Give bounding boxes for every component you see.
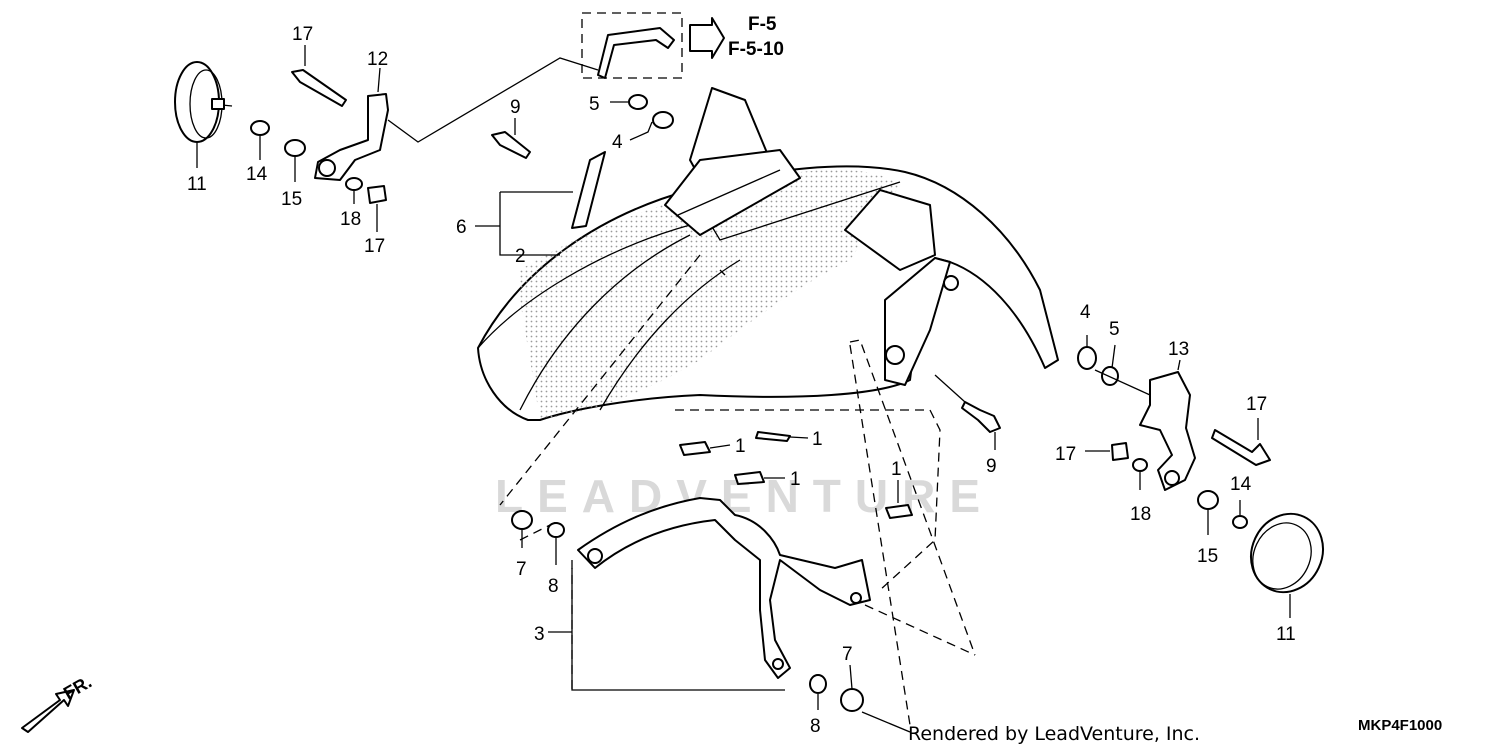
callout-16-right: 17 (1246, 394, 1267, 415)
reference-f5-10: F-5-10 (728, 39, 784, 60)
cable-guide[interactable] (581, 12, 683, 79)
callout-9-top: 9 (510, 97, 521, 118)
callout-4-right: 4 (1080, 302, 1091, 323)
callout-17-left: 17 (364, 236, 385, 257)
collar-8-left[interactable] (547, 522, 565, 538)
front-direction-arrow: FR. (21, 672, 95, 733)
callout-6: 6 (456, 217, 467, 238)
grommet-7-left[interactable] (511, 510, 533, 530)
screw-9-right[interactable] (961, 401, 1001, 433)
callout-7-left: 7 (516, 559, 527, 580)
washer-14-right[interactable] (1232, 515, 1248, 529)
credit-text: Rendered by LeadVenture, Inc. (908, 723, 1200, 745)
callout-12: 12 (367, 49, 388, 70)
collar-15-left[interactable] (284, 139, 306, 157)
grommet-7-bottom[interactable] (840, 688, 864, 712)
callout-17-right: 17 (1055, 444, 1076, 465)
callout-1a: 1 (735, 436, 746, 457)
fork-cap-left[interactable] (174, 61, 233, 143)
decal-1c[interactable] (734, 471, 765, 485)
callout-11-right: 11 (1276, 624, 1296, 645)
decal-1a[interactable] (679, 441, 711, 456)
callout-4-top: 4 (612, 132, 623, 153)
nut-17-left[interactable] (367, 185, 387, 204)
decal-1b[interactable] (755, 431, 791, 442)
dashed-guide-lines (499, 254, 976, 726)
callout-14-left: 14 (246, 164, 268, 185)
callout-14-right: 14 (1230, 474, 1252, 495)
callout-13: 13 (1168, 339, 1189, 360)
nut-17-right[interactable] (1111, 442, 1129, 461)
reference-f5: F-5 (748, 14, 777, 35)
callout-5-right: 5 (1109, 319, 1120, 340)
callout-15-right: 15 (1197, 546, 1218, 567)
callout-2: 2 (515, 246, 526, 267)
fender-stay-bracket[interactable] (577, 497, 871, 679)
callout-18-left: 18 (340, 209, 361, 230)
grommet-5-right[interactable] (1101, 366, 1119, 386)
collar-8-bottom[interactable] (809, 674, 827, 694)
reflector-strip[interactable] (571, 151, 606, 229)
callout-5-top: 5 (589, 94, 600, 115)
grommet-4-right[interactable] (1077, 346, 1097, 370)
decal-1d[interactable] (885, 504, 913, 519)
mount-bracket-left[interactable] (314, 93, 389, 181)
bolt-right[interactable] (1211, 429, 1271, 466)
grommet-4-top[interactable] (652, 111, 674, 129)
callout-16-left: 17 (292, 24, 313, 45)
callout-8-left: 8 (548, 576, 559, 597)
washer-18-right[interactable] (1132, 458, 1148, 472)
callout-11-left: 11 (187, 174, 207, 195)
reference-arrow (689, 17, 725, 59)
collar-15-right[interactable] (1197, 490, 1219, 510)
diagram-code: MKP4F1000 (1358, 717, 1442, 734)
callout-3: 3 (534, 624, 545, 645)
callout-1d: 1 (891, 459, 902, 480)
washer-18-left[interactable] (345, 177, 363, 191)
bolt-left[interactable] (291, 69, 347, 107)
callout-15-left: 15 (281, 189, 302, 210)
front-fender[interactable] (477, 87, 1059, 421)
screw-9-top[interactable] (491, 131, 531, 159)
fork-cap-right[interactable] (1238, 502, 1335, 604)
callout-1c: 1 (790, 469, 801, 490)
callout-7-bottom: 7 (842, 644, 853, 665)
mount-bracket-right[interactable] (1139, 371, 1196, 491)
callout-18-right: 18 (1130, 504, 1151, 525)
callout-8-bottom: 8 (810, 716, 821, 737)
washer-14-left[interactable] (250, 120, 270, 136)
callout-1b: 1 (812, 429, 823, 450)
grommet-5-top[interactable] (628, 94, 648, 110)
callout-9-right: 9 (986, 456, 997, 477)
